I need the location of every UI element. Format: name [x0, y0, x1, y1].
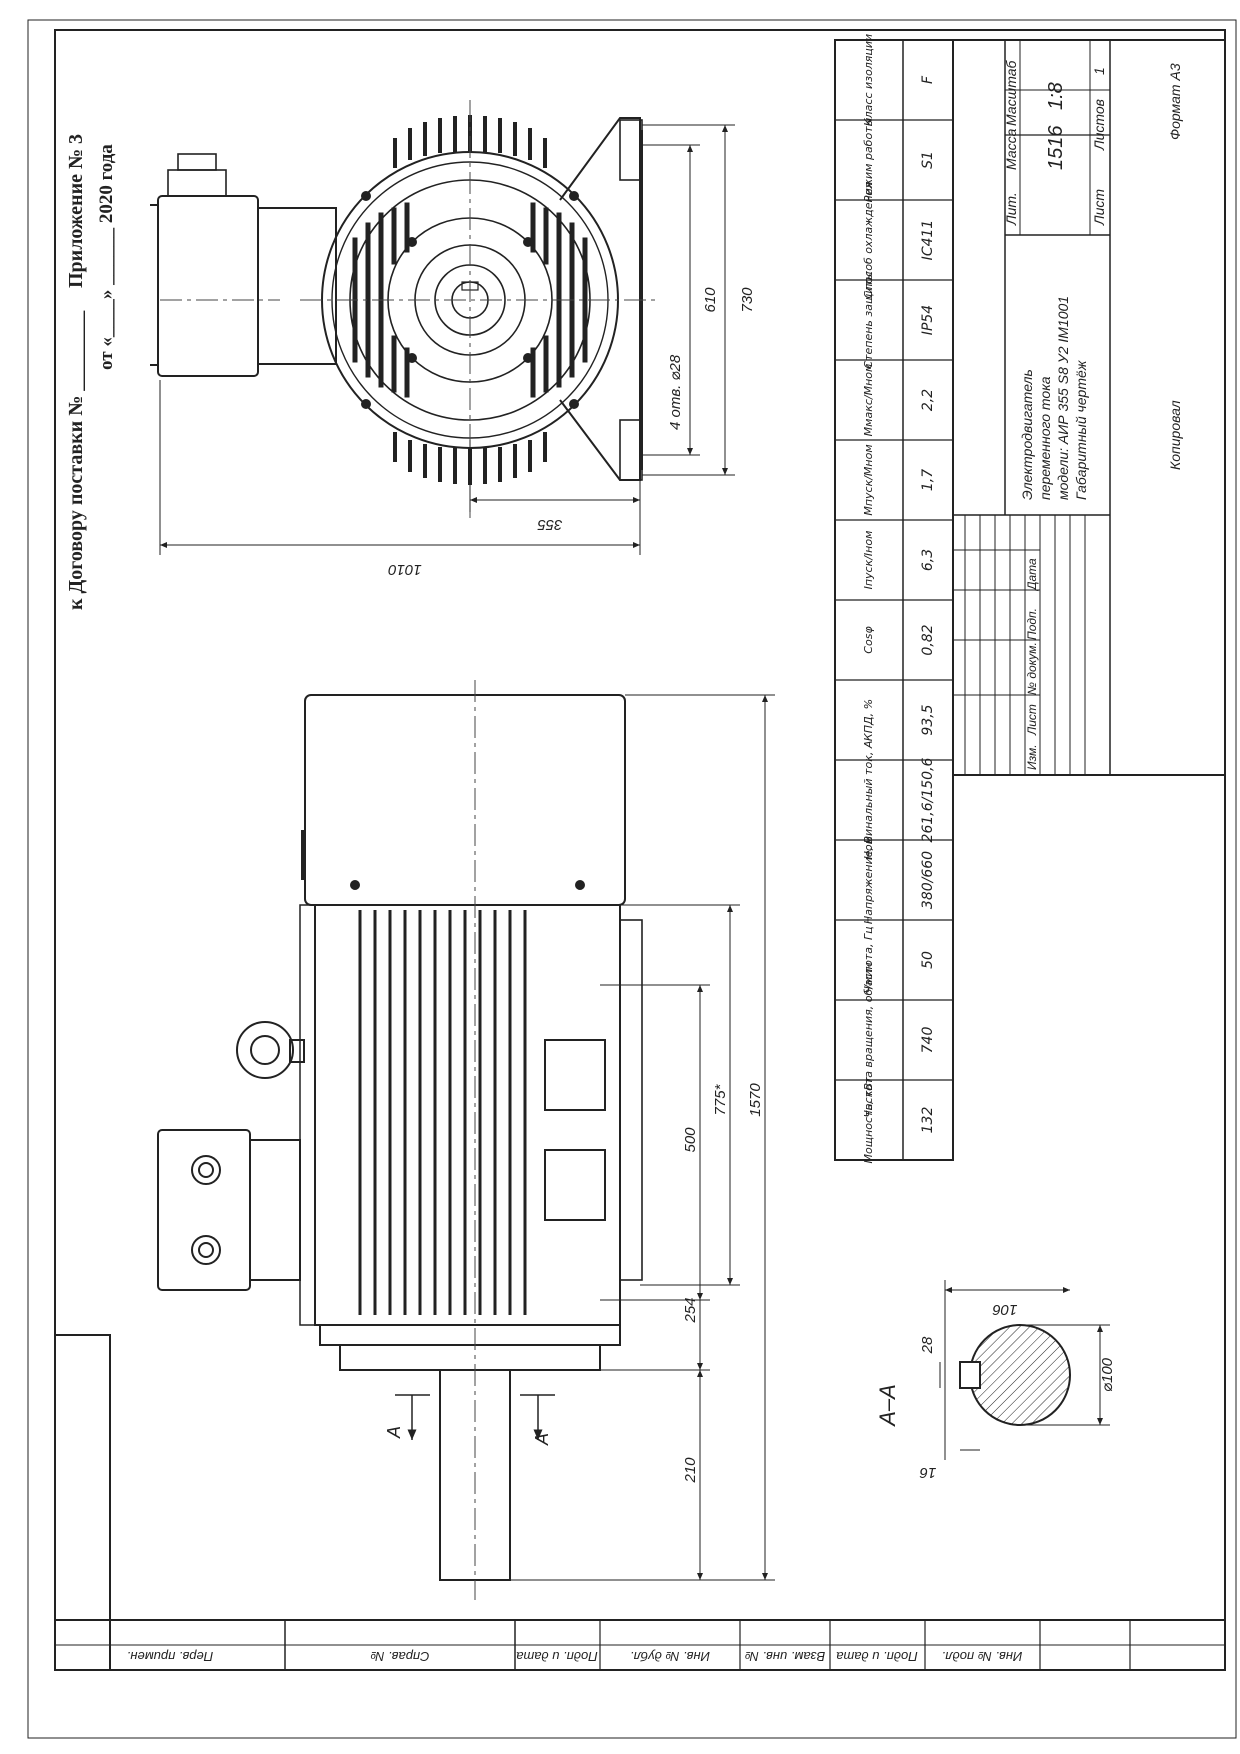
lit-label: Лит. [1003, 192, 1019, 226]
shaft-section [959, 1324, 1071, 1426]
section-markers [395, 1394, 555, 1440]
spec-header-4: Номинальный ток, А [862, 741, 875, 860]
spec-header-11: Способ охлаждения [862, 181, 875, 298]
spec-value-3: 380/660 [920, 851, 936, 909]
stamp-cell-4: Взам. инв. № [745, 1649, 825, 1664]
stamp-cell-1: Справ. № [370, 1649, 429, 1664]
spec-header-13: Класс изоляции [862, 34, 875, 126]
dim-1570: 1570 [747, 1083, 764, 1117]
rev-label-2: № докум. [1025, 642, 1039, 695]
spec-value-9: 2,2 [920, 389, 936, 411]
spec-header-9: Ммакс/Мном [862, 364, 875, 437]
spec-table-cells: Мощность, кВт 132 Частота вращения, об/мин… [835, 34, 953, 1164]
format-label: Формат А3 [1167, 63, 1183, 140]
spec-value-10: IP54 [920, 305, 936, 335]
stamp-cell-3: Инв. № дубл. [630, 1649, 710, 1664]
stamp-labels: Перв. примен. Справ. № Подп. и дата Инв. № … [127, 1649, 1023, 1664]
side-view-dimensions [510, 694, 775, 1581]
sheets-label: Листов [1091, 99, 1107, 151]
section-label: А–А [875, 1384, 900, 1428]
mass-label: Масса [1003, 128, 1019, 170]
scale-label: Масштаб [1003, 59, 1019, 126]
title-line2: переменного тока [1037, 376, 1053, 500]
dim-100: ⌀100 [1099, 1357, 1116, 1392]
rev-label-3: Подп. [1025, 608, 1039, 640]
spec-header-12: Режим работы [862, 117, 875, 202]
spec-value-1: 740 [920, 1027, 936, 1054]
dim-730: 730 [739, 287, 756, 313]
annex-header: к Договору поставки № ________ [65, 310, 87, 610]
motor-side-view [157, 694, 643, 1581]
date-line: от «____» ______ 2020 года [96, 144, 117, 370]
rev-label-4: Дата [1025, 558, 1039, 592]
stamp-cell-6: Инв. № подл. [942, 1649, 1023, 1664]
copied-label: Копировал [1167, 400, 1183, 470]
stamp-cell-2: Подп. и дата [516, 1649, 597, 1664]
stamp-cell-0: Перв. примен. [127, 1649, 213, 1664]
sheet-label: Лист [1091, 189, 1107, 226]
spec-value-13: F [920, 75, 936, 84]
revision-labels: Изм. Лист № докум. Подп. Дата [1025, 558, 1039, 770]
spec-value-12: S1 [920, 151, 936, 169]
dim-holes: 4 отв. ⌀28 [667, 354, 684, 430]
dim-106: 106 [992, 1301, 1018, 1318]
dim-28: 28 [919, 1336, 936, 1354]
spec-header-5: КПД, % [862, 699, 875, 741]
dim-1010: 1010 [388, 561, 422, 578]
spec-header-3: Напряжение, В [862, 836, 875, 924]
title-line1: Электродвигатель [1019, 369, 1035, 500]
dim-500: 500 [682, 1127, 699, 1153]
stamp-cell-5: Подп. и дата [836, 1649, 917, 1664]
section-a-right: А [532, 1433, 552, 1446]
end-view-dimensions [159, 124, 735, 555]
spec-header-2: Частота, Гц [862, 926, 875, 993]
end-view-centerlines [160, 100, 660, 520]
title-line4: Габаритный чертёж [1073, 359, 1089, 500]
rev-label-1: Лист [1025, 704, 1039, 736]
section-a-left: А [384, 1426, 404, 1439]
contract-text: к Договору поставки № ________ [65, 310, 87, 610]
spec-value-2: 50 [920, 951, 936, 969]
spec-header-8: Мпуск/Мном [862, 444, 875, 515]
spec-value-11: IC411 [920, 220, 936, 261]
side-stamp [54, 1619, 1226, 1671]
dim-355: 355 [537, 516, 563, 533]
spec-header-6: Cosφ [862, 626, 875, 654]
rev-label-0: Изм. [1025, 744, 1039, 770]
dim-254: 254 [682, 1297, 699, 1323]
spec-value-7: 6,3 [920, 549, 936, 571]
section-dimensions [939, 1280, 1110, 1460]
spec-header-1: Частота вращения, об/мин [862, 962, 875, 1117]
spec-value-4: 261,6/150,6 [920, 757, 936, 842]
title-line3: модели: АИР 355 S8 У2 IM1001 [1055, 296, 1071, 500]
spec-header-7: Iпуск/Iном [862, 531, 875, 590]
dim-610: 610 [702, 287, 719, 313]
dim-16: 16 [919, 1464, 936, 1481]
spec-value-5: 93,5 [920, 704, 936, 735]
sheets-value: 1 [1091, 67, 1107, 75]
dim-775: 775* [712, 1083, 729, 1115]
dim-210: 210 [682, 1457, 699, 1484]
drawing-frame [27, 19, 1237, 1739]
annex-title: Приложение № 3 [65, 134, 87, 288]
spec-value-0: 132 [920, 1107, 936, 1134]
title-block [952, 39, 1226, 776]
mass-value: 1516 [1045, 125, 1067, 170]
spec-header-10: Степень защиты [862, 271, 875, 368]
spec-value-8: 1,7 [920, 469, 936, 491]
spec-value-6: 0,82 [920, 624, 936, 655]
spec-header-0: Мощность, кВт [862, 1076, 875, 1164]
scale-value: 1:8 [1045, 82, 1067, 110]
